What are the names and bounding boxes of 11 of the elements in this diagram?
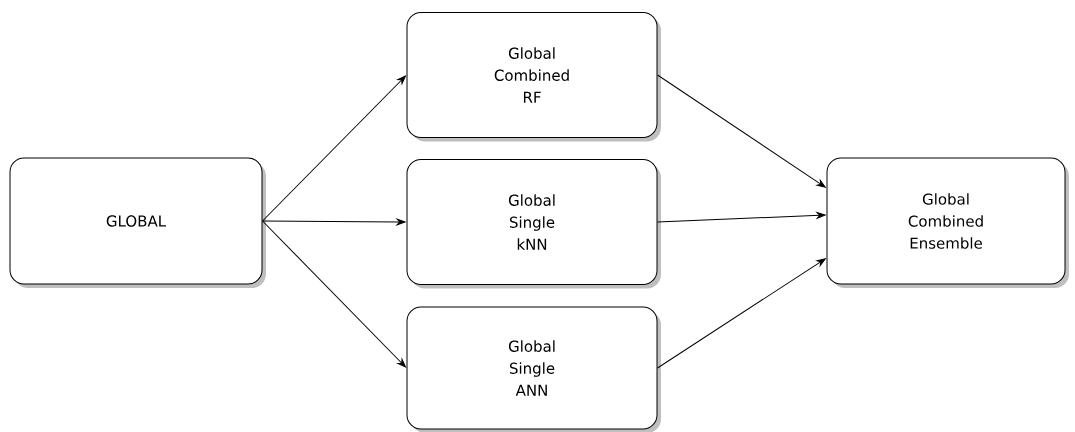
process-box: GLOBAL [9, 157, 266, 288]
process-box: Global Single ANN [406, 306, 661, 432]
arrow [657, 258, 826, 369]
arrow [262, 220, 406, 368]
process-box: Global Single kNN [406, 159, 661, 289]
arrow [657, 212, 826, 223]
arrow [262, 75, 406, 222]
arrow [657, 74, 826, 188]
process-box: Global Combined Ensemble [826, 157, 1069, 288]
arrow [262, 218, 406, 226]
process-box: Global Combined RF [406, 12, 661, 142]
